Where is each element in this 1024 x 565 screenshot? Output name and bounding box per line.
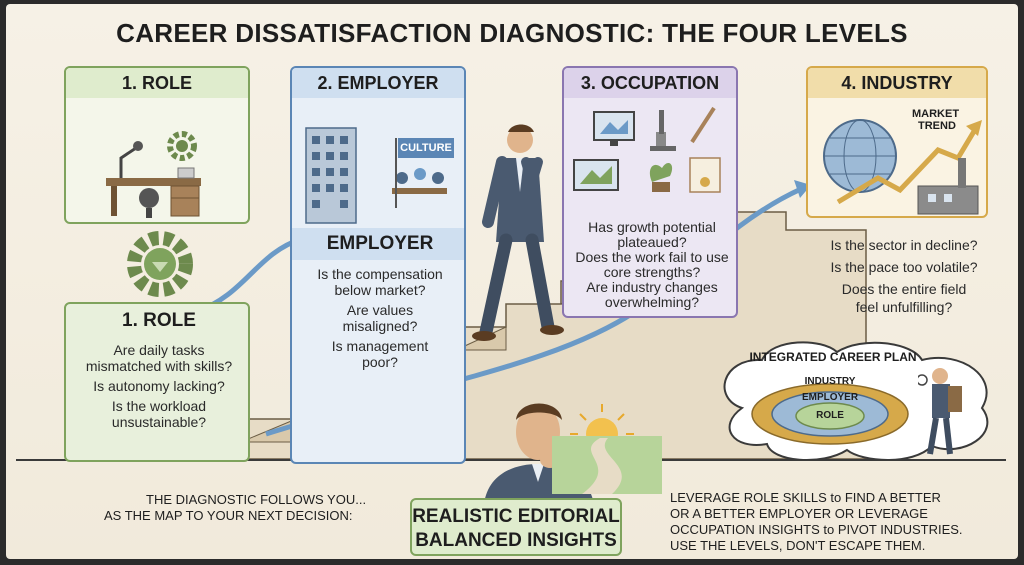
employer-q2b: misaligned?	[342, 318, 418, 334]
infographic-canvas: CAREER DISSATISFACTION DIAGNOSTIC: THE F…	[6, 4, 1018, 559]
main-title: CAREER DISSATISFACTION DIAGNOSTIC: THE F…	[116, 18, 908, 48]
badge-line1: REALISTIC EDITORIAL	[412, 506, 620, 527]
occupation-q3b: overwhelming?	[604, 294, 700, 310]
ring-role-label: ROLE	[816, 410, 844, 421]
occupation-questions: Has growth potential plateaued? Does the…	[564, 219, 736, 310]
occupation-panel-title: 3. OCCUPATION	[564, 68, 736, 98]
bottom-right-line1: LEVERAGE ROLE SKILLS to FIND A BETTER	[670, 490, 941, 505]
editorial-badge: REALISTIC EDITORIAL BALANCED INSIGHTS	[410, 498, 622, 556]
role-questions: Are daily tasks mismatched with skills? …	[66, 342, 248, 430]
industry-questions: Is the sector in decline? Is the pace to…	[814, 236, 994, 316]
trend-label: TREND	[918, 120, 956, 132]
occupation-tools-icon	[573, 106, 721, 193]
plan-rings	[751, 383, 909, 445]
industry-q3a: Does the entire field	[841, 281, 967, 297]
bottom-left-caption: THE DIAGNOSTIC FOLLOWS YOU... AS THE MAP…	[104, 492, 404, 524]
sunrise-road	[552, 404, 662, 494]
ring-industry-label: INDUSTRY	[804, 376, 856, 387]
office-building-icon	[305, 127, 447, 224]
role-panel-title: 1. ROLE	[66, 68, 248, 98]
bottom-right-caption: LEVERAGE ROLE SKILLS to FIND A BETTER OR…	[670, 490, 1000, 554]
employer-q2a: Are values	[346, 302, 414, 318]
role-q3b: unsustainable?	[111, 414, 207, 430]
occupation-q3a: Are industry changes	[586, 279, 718, 295]
role-q1b: mismatched with skills?	[85, 358, 233, 374]
occupation-q1b: plateaued?	[617, 234, 687, 250]
badge-line2: BALANCED INSIGHTS	[415, 530, 617, 551]
large-gear-icon	[127, 231, 193, 297]
bottom-right-line4: USE THE LEVELS, DON'T ESCAPE THEM.	[670, 538, 926, 553]
occupation-q2a: Does the work fail to use	[575, 249, 729, 265]
industry-panel: 4. INDUSTRY MARKET TREND	[806, 66, 988, 218]
role-q2: Is autonomy lacking?	[93, 378, 225, 394]
industry-q1: Is the sector in decline?	[830, 237, 978, 253]
occupation-panel: 3. OCCUPATION Has growth potential plate…	[562, 66, 738, 318]
employer-q1b: below market?	[334, 282, 426, 298]
hiker-illustration	[918, 368, 962, 455]
employer-panel-title: 2. EMPLOYER	[292, 68, 464, 98]
role-q3a: Is the workload	[111, 398, 207, 414]
role-sub-title: 1. ROLE	[122, 310, 196, 331]
bottom-right-line2: OR A BETTER EMPLOYER OR LEVERAGE	[670, 506, 928, 521]
employer-sub-band	[292, 228, 464, 260]
employer-q3b: poor?	[362, 354, 398, 370]
plan-title: INTEGRATED CAREER PLAN	[749, 350, 917, 364]
bottom-right-line3: OCCUPATION INSIGHTS to PIVOT INDUSTRIES.	[670, 522, 963, 537]
employer-q1a: Is the compensation	[317, 266, 443, 282]
bottom-left-line2: AS THE MAP TO YOUR NEXT DECISION:	[104, 508, 353, 523]
bottom-left-line1: THE DIAGNOSTIC FOLLOWS YOU...	[146, 492, 367, 507]
desk-icon	[106, 141, 201, 218]
employer-q3a: Is management	[331, 338, 429, 354]
ring-employer-label: EMPLOYER	[801, 392, 859, 403]
role-panel: 1. ROLE	[64, 66, 250, 224]
industry-q3b: feel unfulfilling?	[855, 299, 953, 315]
employer-questions: Is the compensation below market? Are va…	[292, 266, 464, 370]
globe-trend-icon	[823, 119, 982, 215]
culture-banner: CULTURE	[398, 138, 454, 158]
role-questions-panel: 1. ROLE Are daily tasks mismatched with …	[64, 302, 250, 462]
occupation-q1a: Has growth potential	[588, 219, 716, 235]
employer-panel: 2. EMPLOYER CULTURE EMPLOYER Is the comp…	[290, 66, 466, 464]
occupation-q2b: core strengths?	[603, 264, 701, 280]
market-label: MARKET	[912, 108, 960, 120]
employer-sub-title: EMPLOYER	[326, 233, 434, 254]
role-q1a: Are daily tasks	[113, 342, 205, 358]
industry-q2: Is the pace too volatile?	[830, 259, 978, 275]
gear-icon	[167, 131, 197, 161]
walking-man-illustration	[472, 124, 564, 341]
industry-panel-title: 4. INDUSTRY	[808, 68, 986, 98]
